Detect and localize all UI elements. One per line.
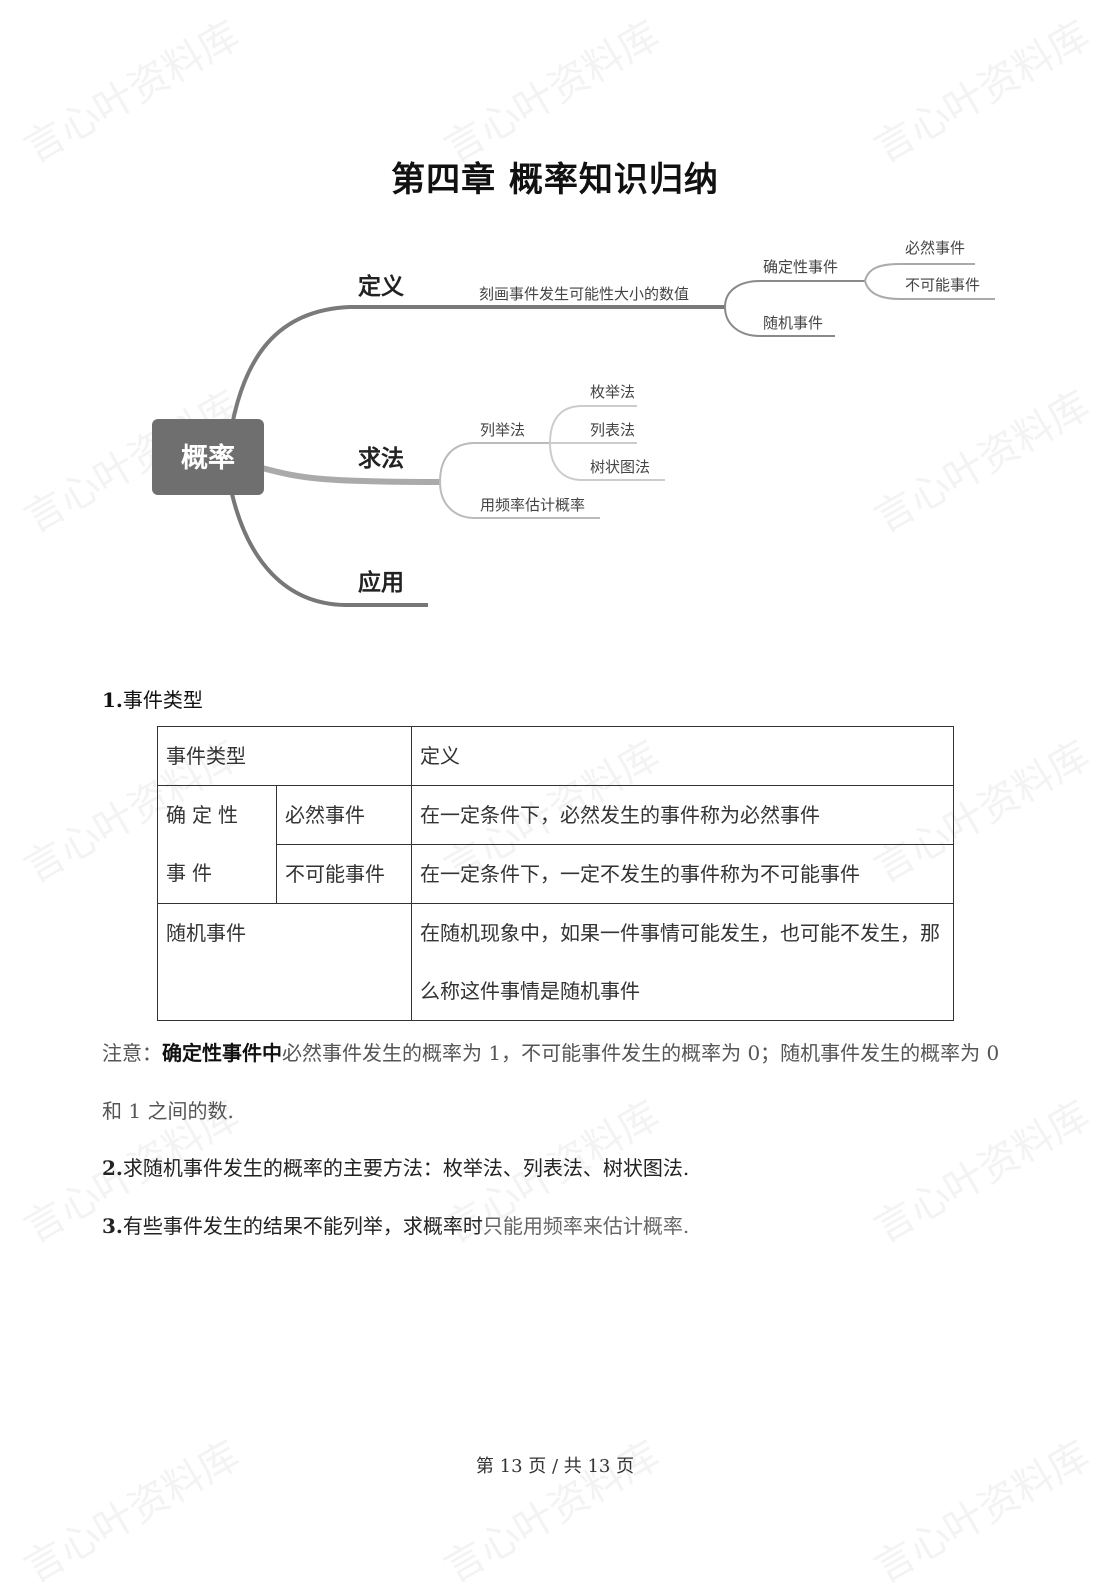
frequency-estimate-label: 用频率估计概率	[480, 496, 585, 514]
section-number: 1.	[102, 688, 123, 712]
note-bold: 确定性事件中	[162, 1041, 282, 1065]
connector-frequency	[439, 481, 600, 519]
impossible-cell: 不可能事件	[276, 844, 412, 904]
section-2: 2.求随机事件发生的概率的主要方法：枚举法、列表法、树状图法.	[102, 1152, 689, 1181]
definition-desc-label: 刻画事件发生可能性大小的数值	[479, 285, 689, 303]
connector-list-method	[549, 405, 637, 444]
table-row: 事件类型 定义	[157, 726, 954, 786]
section-number: 3.	[102, 1214, 123, 1238]
connector-application	[230, 493, 428, 607]
mind-map: 概率 定义 求法 应用 刻画事件发生可能性大小的数值 确定性事件 随机事件 必然…	[152, 239, 995, 607]
note-prefix: 注意：	[102, 1041, 162, 1065]
table-row: 随机事件 在随机现象中，如果一件事情可能发生，也可能不发生，那么称这件事情是随机…	[157, 903, 954, 1021]
section-3-text: 有些事件发生的结果不能列举，求概率时	[122, 1214, 483, 1238]
branch-application-label: 应用	[358, 569, 404, 596]
random-definition-cell: 在随机现象中，如果一件事情可能发生，也可能不发生，那么称这件事情是随机事件	[411, 903, 954, 1021]
section-heading-1: 1.事件类型	[102, 684, 203, 713]
branch-definition-label: 定义	[358, 273, 404, 300]
impossible-label: 不可能事件	[905, 276, 980, 294]
connector-definition	[230, 305, 725, 426]
section-3: 3.有些事件发生的结果不能列举，求概率时只能用频率来估计概率.	[102, 1210, 689, 1239]
connector-impossible	[864, 280, 995, 300]
section-number: 2.	[102, 1156, 123, 1180]
random-cell: 随机事件	[157, 903, 412, 1021]
certain-cell: 必然事件	[276, 785, 412, 845]
table-row: 确定性事件 必然事件 在一定条件下，必然发生的事件称为必然事件	[157, 785, 954, 904]
page-footer: 第 13 页 / 共 13 页	[475, 1456, 635, 1477]
impossible-definition-cell: 在一定条件下，一定不发生的事件称为不可能事件	[411, 844, 954, 904]
table-method-label: 列表法	[590, 421, 635, 439]
note-text: 必然事件发生的概率为 1，不可能事件发生的概率为 0；随机事件发生的概率为 0 …	[102, 1041, 1000, 1123]
section-3-highlight: 只能用频率来估计概率.	[482, 1214, 690, 1238]
note-paragraph: 注意：确定性事件中必然事件发生的概率为 1，不可能事件发生的概率为 0；随机事件…	[102, 1024, 1017, 1140]
root-node	[152, 419, 264, 495]
list-method-label: 枚举法	[590, 383, 635, 401]
certain-definition-cell: 在一定条件下，必然发生的事件称为必然事件	[411, 785, 954, 845]
enumeration-label: 列举法	[480, 421, 525, 439]
table-header-type: 事件类型	[157, 726, 412, 786]
section-2-text: 求随机事件发生的概率的主要方法：枚举法、列表法、树状图法.	[122, 1156, 690, 1180]
connector-method	[261, 465, 441, 485]
random-label: 随机事件	[763, 314, 823, 332]
root-label: 概率	[181, 442, 235, 474]
connector-deterministic	[724, 280, 865, 308]
connector-enumeration	[439, 442, 550, 483]
page-title: 第四章 概率知识归纳	[391, 160, 719, 200]
branch-method-label: 求法	[358, 446, 404, 472]
connector-random	[724, 306, 835, 337]
connector-certain	[864, 263, 975, 282]
watermark: 言心叶资料库	[436, 1432, 668, 1593]
section-title: 事件类型	[122, 688, 203, 712]
connector-tree-method	[549, 442, 665, 481]
deterministic-cell: 确定性事件	[157, 785, 277, 904]
deterministic-label: 确定性事件	[763, 258, 838, 276]
watermark: 言心叶资料库	[866, 1432, 1098, 1593]
event-type-table: 事件类型 定义 确定性事件 必然事件 在一定条件下，必然发生的事件称为必然事件 …	[157, 726, 954, 1021]
certain-label: 必然事件	[905, 239, 965, 257]
table-header-definition: 定义	[411, 726, 954, 786]
tree-method-label: 树状图法	[590, 458, 650, 476]
table-row: 不可能事件 在一定条件下，一定不发生的事件称为不可能事件	[158, 844, 954, 904]
watermark: 言心叶资料库	[16, 1432, 248, 1593]
